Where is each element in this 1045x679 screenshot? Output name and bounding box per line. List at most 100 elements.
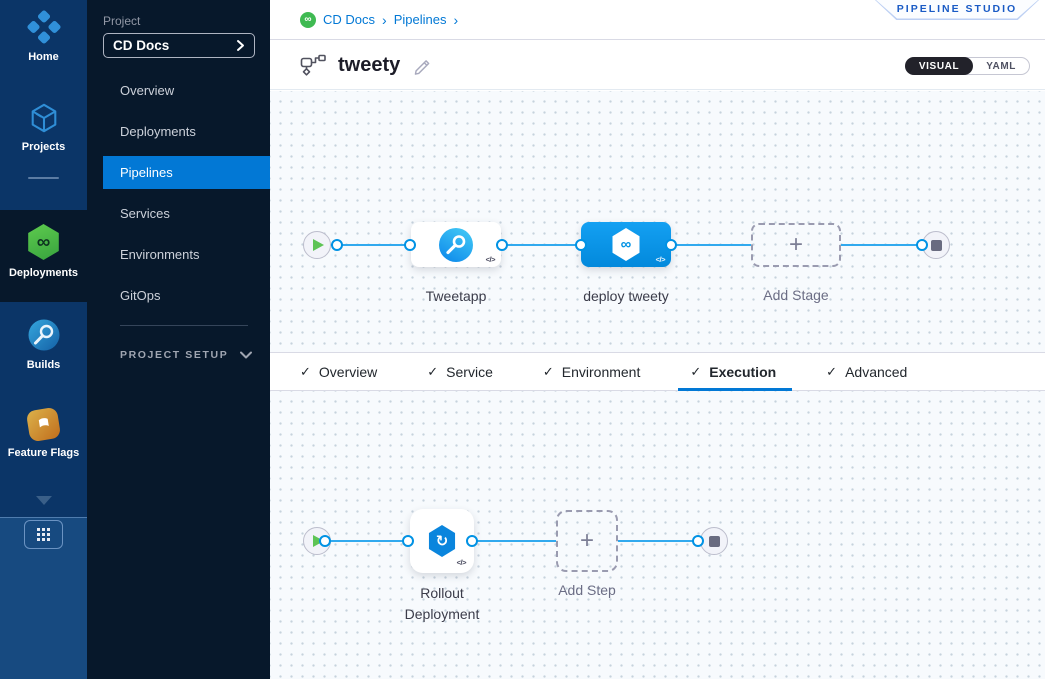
rail-item-builds[interactable]: Builds: [0, 318, 87, 371]
pipeline-title: tweety: [338, 53, 401, 76]
chevron-separator-icon: ›: [382, 11, 387, 28]
flow-line: [618, 540, 704, 542]
project-sidebar: Project CD Docs Overview Deployments Pip…: [87, 0, 270, 679]
edit-pencil-icon[interactable]: [412, 55, 432, 75]
rail-item-feature-flags[interactable]: Feature Flags: [0, 406, 87, 459]
project-setup-label: PROJECT SETUP: [120, 349, 229, 361]
rail-item-projects[interactable]: Projects: [0, 102, 87, 153]
pipeline-icon: [300, 54, 326, 76]
rail-item-home[interactable]: Home: [0, 10, 87, 63]
home-icon: [26, 10, 61, 44]
plus-icon: +: [788, 231, 803, 258]
rail-divider: [28, 177, 59, 179]
pipeline-start-node[interactable]: [303, 231, 331, 259]
connector-port[interactable]: [575, 239, 587, 251]
sidebar-item-environments[interactable]: Environments: [120, 247, 200, 262]
module-grid-button[interactable]: [24, 520, 63, 549]
stage-canvas: </> ∞ </> + Tweetapp deploy tweety Add S…: [270, 91, 1045, 352]
sidebar-nav: Overview Deployments Pipelines Services …: [87, 70, 270, 316]
projects-cube-icon: [31, 103, 56, 133]
stage-node-tweetapp[interactable]: </>: [411, 222, 501, 267]
cd-stage-icon: [439, 227, 473, 262]
connector-port[interactable]: [331, 239, 343, 251]
play-icon: [313, 535, 324, 547]
rail-bottom-section: [0, 517, 87, 679]
stage-node-deploy-tweety[interactable]: ∞ </>: [581, 222, 671, 267]
rail-item-label: Projects: [21, 141, 66, 153]
rail-item-label: Home: [28, 51, 59, 63]
connector-port[interactable]: [404, 239, 416, 251]
builds-icon: [28, 319, 59, 351]
toggle-visual[interactable]: VISUAL: [904, 57, 974, 75]
feature-flags-icon: [25, 406, 62, 443]
check-icon: ✓: [427, 363, 439, 379]
main-content: ∞ CD Docs › Pipelines › PIPELINE STUDIO …: [270, 0, 1045, 679]
check-icon: ✓: [542, 363, 554, 379]
check-icon: ✓: [690, 363, 702, 379]
sidebar-item-pipelines[interactable]: Pipelines: [87, 152, 270, 193]
step-label: Rollout Deployment: [404, 585, 480, 622]
rail-item-label: Builds: [26, 359, 61, 371]
rollout-deployment-icon: ↻: [428, 525, 456, 557]
view-toggle: VISUAL YAML: [904, 57, 1030, 75]
deployments-icon: ∞: [28, 224, 59, 260]
project-setup-toggle[interactable]: PROJECT SETUP: [120, 343, 252, 367]
harness-loop-glyph: ∞: [36, 231, 51, 253]
tab-execution[interactable]: ✓ Execution: [678, 353, 792, 391]
grid-icon: [37, 528, 50, 541]
sidebar-item-gitops[interactable]: GitOps: [120, 288, 161, 303]
badge-label: PIPELINE STUDIO: [876, 0, 1038, 19]
chevron-down-icon: [240, 351, 252, 359]
connector-port[interactable]: [496, 239, 508, 251]
connector-port[interactable]: [665, 239, 677, 251]
toggle-yaml[interactable]: YAML: [986, 60, 1016, 72]
rail-item-deployments[interactable]: ∞ Deployments: [0, 224, 87, 279]
add-step-label: Add Step: [558, 582, 616, 598]
tab-service[interactable]: ✓ Service: [427, 363, 493, 380]
tab-environment[interactable]: ✓ Environment: [542, 363, 641, 380]
stage-label: deploy tweety: [583, 288, 669, 304]
execution-end-node[interactable]: [700, 527, 728, 555]
project-selector-value: CD Docs: [113, 38, 170, 53]
harness-hexagon-icon: ∞: [612, 228, 640, 261]
stop-icon: [708, 535, 720, 547]
connector-port[interactable]: [916, 239, 928, 251]
code-badge: </>: [655, 255, 666, 264]
module-rail: Home Projects ∞ Deployments: [0, 0, 87, 679]
stop-icon: [930, 239, 942, 251]
connector-port[interactable]: [466, 535, 478, 547]
code-badge: </>: [485, 255, 496, 264]
tab-overview[interactable]: ✓ Overview: [300, 363, 378, 380]
rail-item-label: Feature Flags: [7, 447, 80, 459]
execution-canvas: ↻ </> + Rollout Deployment Add Step: [270, 391, 1045, 679]
breadcrumb-pipelines-link[interactable]: Pipelines: [393, 12, 447, 27]
flow-line: [841, 244, 936, 246]
connector-port[interactable]: [319, 535, 331, 547]
harness-cd-icon: ∞: [300, 11, 316, 28]
code-badge: </>: [456, 558, 467, 567]
add-stage-button[interactable]: +: [751, 223, 841, 267]
check-icon: ✓: [300, 363, 311, 379]
stage-label: Tweetapp: [425, 288, 487, 304]
pipeline-studio-badge: PIPELINE STUDIO: [875, 0, 1039, 20]
play-icon: [313, 239, 324, 251]
check-icon: ✓: [826, 363, 838, 379]
connector-port[interactable]: [692, 535, 704, 547]
breadcrumb-project-link[interactable]: CD Docs: [323, 12, 376, 27]
project-selector[interactable]: CD Docs: [103, 33, 255, 58]
sidebar-item-services[interactable]: Services: [120, 206, 170, 221]
flow-line: [330, 244, 751, 246]
sidebar-item-overview[interactable]: Overview: [120, 83, 175, 98]
sidebar-item-deployments[interactable]: Deployments: [120, 124, 196, 139]
sidebar-divider: [120, 325, 248, 326]
stage-config-tabs: ✓ Overview ✓ Service ✓ Environment ✓ Exe…: [270, 352, 1045, 391]
add-step-button[interactable]: +: [556, 510, 618, 572]
step-node-rollout-deployment[interactable]: ↻ </>: [410, 509, 474, 573]
add-stage-label: Add Stage: [763, 287, 829, 303]
rail-selected-module-block: ∞ Deployments: [0, 210, 87, 302]
tab-advanced[interactable]: ✓ Advanced: [826, 363, 908, 380]
connector-port[interactable]: [402, 535, 414, 547]
chevron-down-icon[interactable]: [36, 496, 52, 505]
chevron-separator-icon: ›: [453, 11, 459, 28]
